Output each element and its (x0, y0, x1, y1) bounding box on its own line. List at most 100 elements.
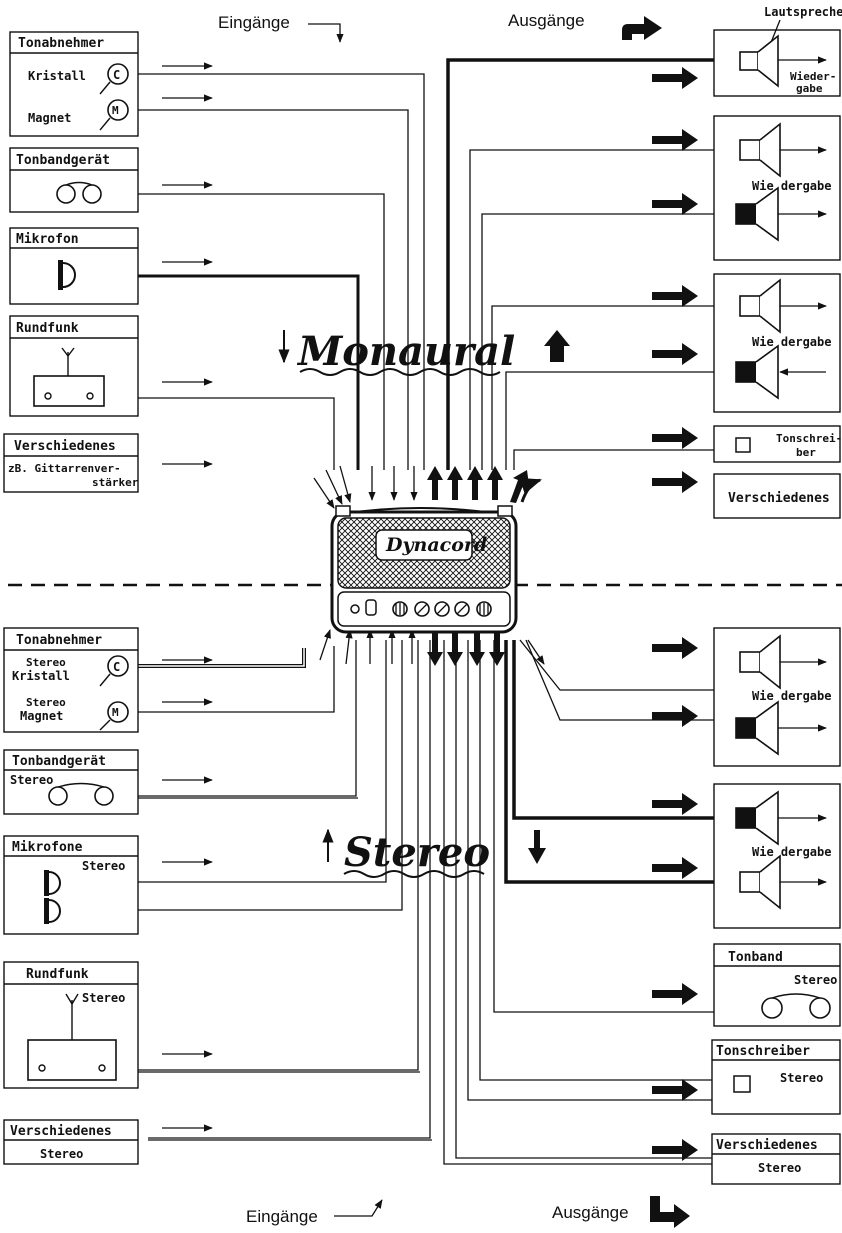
svg-text:Magnet: Magnet (20, 709, 63, 723)
stereo-output-tape: Tonband Stereo (713, 943, 841, 1027)
inputs-bottom-arrow (334, 1199, 383, 1217)
output-arrows (652, 67, 698, 1161)
crystal-cartridge-icon (107, 63, 129, 85)
svg-text:M: M (112, 104, 119, 117)
radio-icon (27, 993, 117, 1081)
stereo-output-misc: Verschiedenes Stereo (711, 1133, 841, 1185)
magnetic-cartridge-icon (107, 701, 129, 723)
svg-text:ber: ber (796, 446, 816, 459)
svg-text:Kristall: Kristall (12, 669, 70, 683)
microphone-icon (44, 870, 61, 896)
stereo-output-speakers-2: Wie dergabe (713, 783, 841, 929)
mono-output-wires (446, 58, 740, 470)
svg-text:C: C (113, 68, 120, 82)
speaker-icon (739, 634, 781, 690)
svg-text:Stereo: Stereo (10, 773, 53, 787)
svg-text:C: C (113, 660, 120, 674)
speaker-icon (735, 344, 779, 400)
outputs-top-heading: Ausgänge (508, 11, 585, 30)
mono-tape-title: Tonbandgerät (16, 153, 110, 168)
mono-output-recorder: Tonschrei- ber (713, 425, 842, 463)
mono-output-misc: Verschiedenes (713, 473, 841, 519)
stereo-output-wires (443, 639, 740, 1165)
stereo-input-arrows (162, 656, 213, 1132)
stereo-input-misc: Verschiedenes Stereo (3, 1119, 139, 1165)
microphone-icon (58, 260, 76, 290)
stereo-output-speakers-1: Wie dergabe (713, 627, 841, 767)
mono-input-tape: Tonbandgerät (9, 147, 139, 213)
mono-heading: Monaural (296, 328, 515, 375)
mono-misc-line2: stärker (92, 476, 139, 489)
svg-text:Verschiedenes: Verschiedenes (10, 1124, 112, 1139)
mono-pickup-crystal: Kristall (28, 69, 86, 83)
mono-input-wires (70, 73, 425, 470)
svg-text:Verschiedenes: Verschiedenes (728, 491, 830, 506)
svg-text:Stereo: Stereo (26, 696, 66, 709)
svg-text:Wie dergabe: Wie dergabe (752, 179, 831, 193)
recorder-icon (733, 1075, 751, 1093)
mono-pickup-title: Tonabnehmer (18, 36, 104, 51)
svg-text:Wie dergabe: Wie dergabe (752, 845, 831, 859)
svg-text:Stereo: Stereo (780, 1071, 823, 1085)
speaker-icon (739, 34, 779, 88)
inputs-bottom-heading: Eingänge (246, 1207, 318, 1226)
dynacord-amplifier: Dynacord (330, 505, 518, 634)
svg-text:Stereo: Stereo (40, 1147, 83, 1161)
stereo-input-wires (72, 640, 432, 1141)
tape-reels-icon (56, 181, 102, 204)
inputs-top-heading: Eingänge (218, 13, 290, 32)
inputs-top-arrow (308, 23, 344, 43)
speaker-icon (739, 122, 781, 178)
svg-text:Wieder-: Wieder- (790, 70, 836, 83)
magnetic-cartridge-icon (107, 99, 129, 121)
mono-up-arrow (544, 330, 570, 362)
stereo-input-radio: Rundfunk Stereo (3, 961, 139, 1089)
crystal-cartridge-icon (107, 655, 129, 677)
svg-text:Stereo: Stereo (82, 991, 125, 1005)
speaker-icon (735, 700, 779, 756)
outputs-bottom-arrow (650, 1196, 690, 1228)
mono-input-radio: Rundfunk (9, 315, 139, 417)
svg-text:Wie dergabe: Wie dergabe (752, 335, 831, 349)
radio-icon (33, 347, 105, 407)
stereo-input-pickup: Tonabnehmer Stereo Kristall Stereo Magne… (3, 627, 139, 733)
svg-text:Tonbandgerät: Tonbandgerät (12, 754, 106, 769)
speaker-icon (739, 278, 781, 334)
microphone-icon (44, 898, 61, 924)
svg-text:Tonabnehmer: Tonabnehmer (16, 633, 102, 648)
mono-mic-title: Mikrofon (16, 232, 79, 247)
stereo-output-recorder: Tonschreiber Stereo (711, 1039, 841, 1115)
mono-output-speakers-3: Wie dergabe (713, 273, 841, 413)
svg-text:Stereo: Stereo (758, 1161, 801, 1175)
svg-text:M: M (112, 706, 119, 719)
mono-device-arrows (313, 465, 542, 509)
stereo-device-arrows (319, 629, 545, 666)
mono-input-pickup: Tonabnehmer Kristall Magnet C M (9, 31, 139, 137)
stereo-down-arrow (528, 830, 546, 864)
stereo-input-mics: Mikrofone Stereo (3, 835, 139, 935)
svg-text:Tonschreiber: Tonschreiber (716, 1044, 810, 1059)
mono-underline (299, 368, 501, 376)
svg-text:Tonband: Tonband (728, 950, 783, 965)
svg-text:Rundfunk: Rundfunk (26, 967, 89, 982)
outputs-top-arrow (622, 16, 662, 40)
mono-misc-title: Verschiedenes (14, 439, 116, 454)
svg-text:Wie dergabe: Wie dergabe (752, 689, 831, 703)
svg-text:Verschiedenes: Verschiedenes (716, 1138, 818, 1153)
svg-text:gabe: gabe (796, 82, 823, 95)
mono-radio-title: Rundfunk (16, 321, 79, 336)
mono-input-mic: Mikrofon (9, 227, 139, 305)
mono-input-arrows (162, 62, 213, 468)
mono-input-misc: Verschiedenes zB. Gittarrenver- stärker (3, 433, 139, 493)
recorder-icon (735, 437, 751, 453)
svg-text:Stereo: Stereo (794, 973, 837, 987)
mono-output-speaker-1: Lautsprecher Wieder- gabe (713, 5, 842, 97)
stereo-input-tape: Tonbandgerät Stereo (3, 749, 139, 815)
outputs-bottom-heading: Ausgänge (552, 1203, 629, 1222)
svg-text:Tonschrei-: Tonschrei- (776, 432, 842, 445)
svg-text:Stereo: Stereo (26, 656, 66, 669)
tape-reels-icon (48, 782, 114, 806)
stereo-underline (343, 870, 485, 878)
mono-pickup-magnet: Magnet (28, 111, 71, 125)
